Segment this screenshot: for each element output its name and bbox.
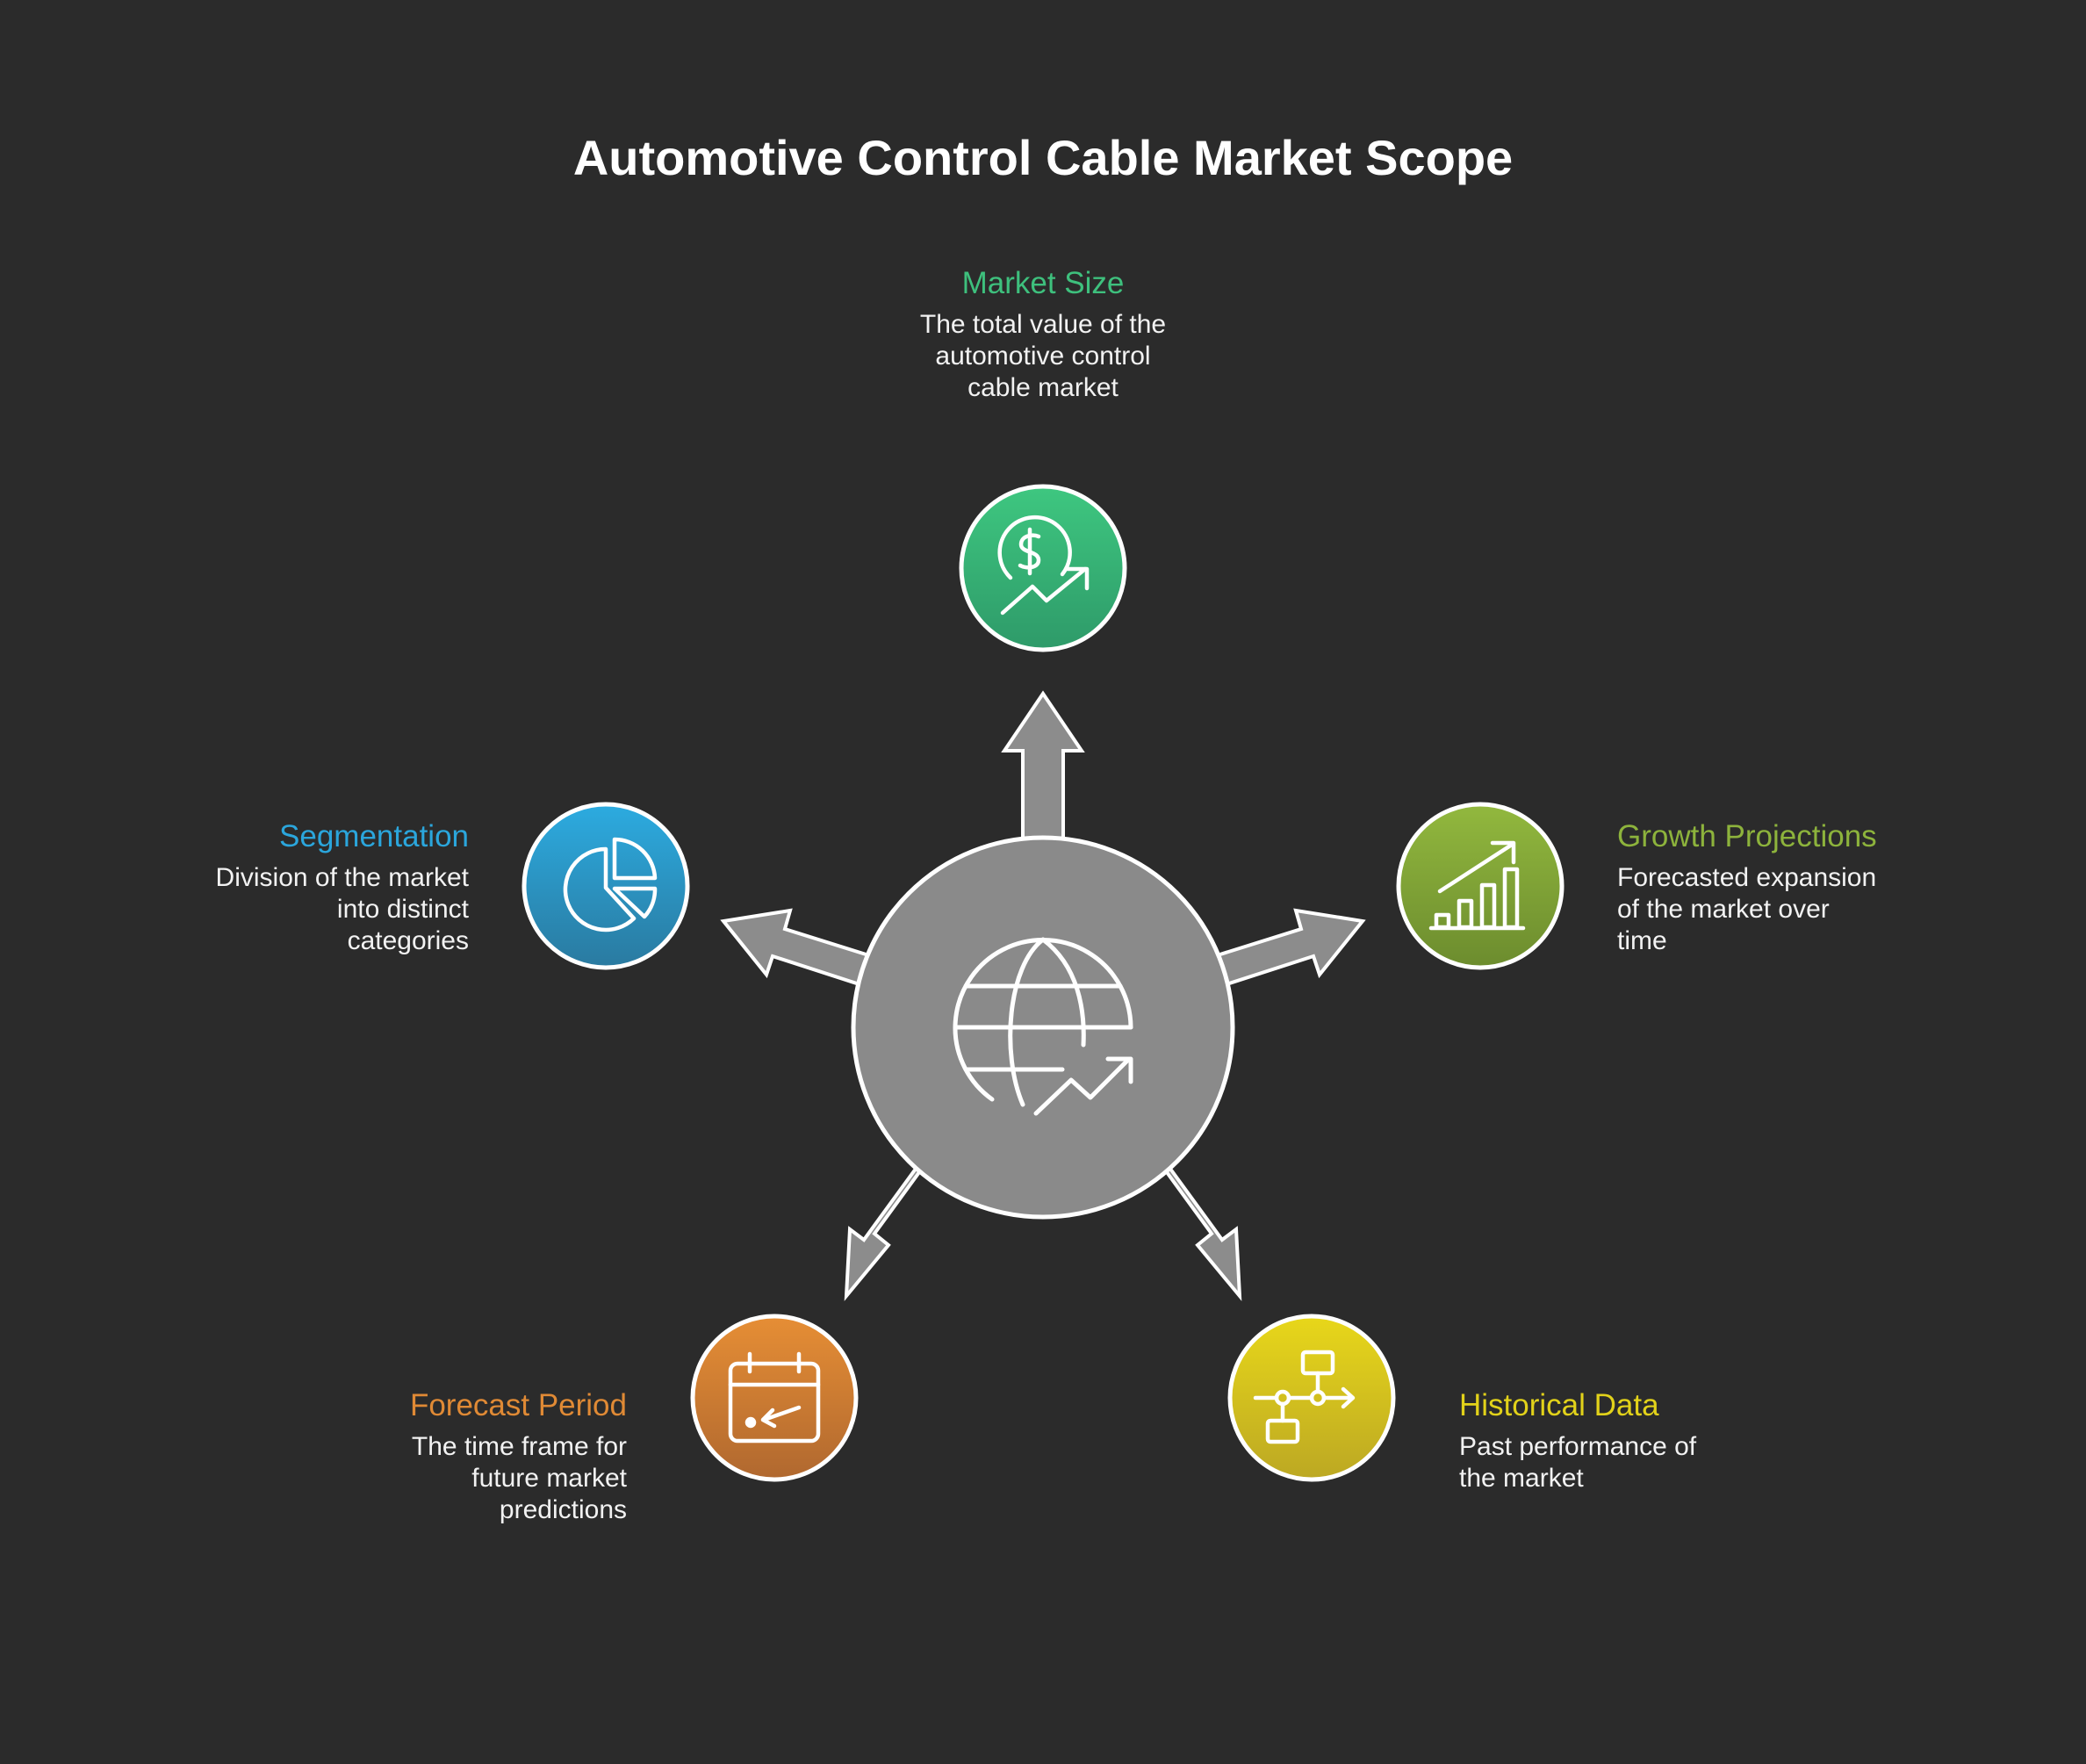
desc-line: cable market (967, 373, 1119, 402)
desc-line: The total value of the (919, 310, 1167, 339)
arrow-down-right (1155, 1157, 1242, 1301)
node-market-size (959, 484, 1127, 652)
forecast-period-block: Forecast Period The time frame for futur… (276, 1386, 627, 1526)
arrow-down-left (844, 1157, 931, 1301)
arrow-left (720, 908, 877, 988)
historical-data-block: Historical Data Past performance of the … (1459, 1386, 1810, 1494)
historical-data-description: Past performance of the market (1459, 1431, 1810, 1494)
arrow-up (1001, 690, 1085, 845)
dollar-growth-icon (997, 515, 1090, 616)
node-forecast-period (690, 1314, 859, 1482)
node-growth-projections (1396, 802, 1564, 970)
desc-line: Past performance of (1459, 1432, 1697, 1461)
market-size-description: The total value of the automotive contro… (867, 309, 1219, 404)
segmentation-block: Segmentation Division of the market into… (118, 817, 469, 957)
segmentation-description: Division of the market into distinct cat… (118, 862, 469, 957)
segmentation-heading: Segmentation (279, 819, 469, 853)
desc-line: future market (471, 1464, 627, 1493)
page-title: Automotive Control Cable Market Scope (572, 130, 1514, 185)
calendar-icon (728, 1351, 821, 1444)
desc-line: of the market over (1617, 895, 1830, 924)
desc-line: Forecasted expansion (1617, 863, 1877, 892)
market-size-block: Market Size The total value of the autom… (867, 263, 1219, 404)
historical-data-heading: Historical Data (1459, 1388, 1659, 1422)
desc-line: predictions (499, 1495, 627, 1524)
desc-line: Division of the market (215, 863, 469, 892)
desc-line: into distinct (336, 895, 469, 924)
pie-chart-icon (563, 837, 658, 932)
node-segmentation (522, 802, 690, 970)
desc-line: categories (347, 926, 469, 955)
arrow-right (1209, 908, 1366, 988)
growth-projections-description: Forecasted expansion of the market over … (1617, 862, 1951, 957)
market-size-circle (959, 484, 1127, 652)
forecast-period-description: The time frame for future market predict… (276, 1431, 627, 1526)
growth-projections-heading: Growth Projections (1617, 819, 1877, 853)
desc-line: time (1617, 926, 1667, 955)
hub (851, 835, 1235, 1220)
node-historical-data (1227, 1314, 1396, 1482)
arrows (720, 690, 1366, 1301)
desc-line: automotive control (935, 342, 1151, 371)
forecast-period-heading: Forecast Period (409, 1388, 627, 1422)
growth-projections-block: Growth Projections Forecasted expansion … (1617, 817, 1951, 957)
market-size-heading: Market Size (961, 266, 1125, 300)
desc-line: the market (1459, 1464, 1584, 1493)
globe-growth-icon (953, 937, 1133, 1116)
bar-chart-growth-icon (1428, 840, 1526, 931)
flowchart-icon (1253, 1350, 1356, 1444)
forecast-period-circle (690, 1314, 859, 1482)
desc-line: The time frame for (411, 1432, 627, 1461)
